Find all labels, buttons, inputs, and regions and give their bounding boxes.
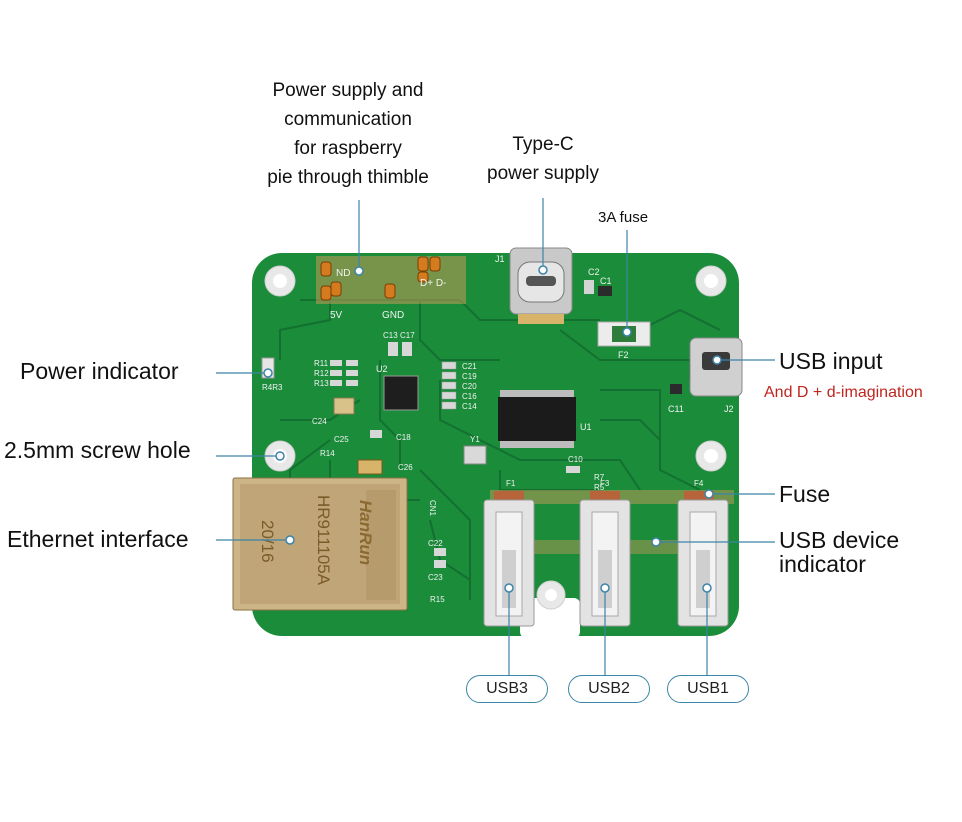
silk-c1: C1 [600,276,612,286]
silk-c11: C11 [668,404,684,414]
silk-pin-5v: 5V [330,310,343,321]
label-typec: Type-C power supply [463,130,623,188]
silk-c25: C25 [334,435,349,444]
silk-r15: R15 [430,595,445,604]
silk-pin-vd: ND [336,268,350,279]
mounting-hole-top-right [695,265,727,297]
silk-c21: C21 [462,362,477,371]
pill-usb1: USB1 [667,675,749,703]
silk-c17: C17 [400,331,415,340]
pill-usb2: USB2 [568,675,650,703]
ethernet-jack [232,477,408,611]
label-usb-input-note: And D + d-imagination [764,384,923,401]
leader-dots [263,265,722,593]
silk-cn1: CN1 [428,500,437,517]
silk-u2: U2 [376,364,388,374]
silk-c24: C24 [312,417,327,426]
label-raspberry-line-2: communication [284,109,412,130]
usb-hub-ic-u1 [498,397,576,441]
silk-f4: F4 [694,479,704,488]
label-usb-device-indicator: USB device indicator [779,528,899,576]
label-usb-input: USB input [779,348,883,374]
label-power-indicator: Power indicator [20,358,179,384]
rj45-brand: HanRun [356,500,375,565]
crystal [333,397,355,415]
label-usb-device-indicator-line-1: USB device [779,527,900,553]
label-raspberry-line-1: Power supply and [272,80,424,101]
silk-r7: R7 [594,473,605,482]
silk-f2: F2 [618,350,629,360]
label-screw-hole: 2.5mm screw hole [4,437,191,463]
label-raspberry-line-3: for raspberry [294,138,402,159]
mounting-hole-mid-right [695,440,727,472]
label-typec-line-1: Type-C [512,134,574,155]
label-fuse: Fuse [779,481,831,507]
pogo-pins [320,256,441,301]
silk-c26: C26 [398,463,413,472]
ethernet-ic-u2 [383,375,419,411]
rj45-date: 20/16 [258,520,277,563]
silk-r14: R14 [320,449,335,458]
silk-r13: R13 [314,379,329,388]
label-raspberry-line-4: pie through thimble [267,167,429,188]
leader-lines [216,198,775,675]
silk-j1: J1 [495,254,505,264]
silk-c13: C13 [383,331,398,340]
label-usb-device-indicator-line-2: indicator [779,551,866,577]
silk-pin-d: D+ D- [420,278,446,289]
silk-f3: F3 [600,479,610,488]
silk-c19: C19 [462,372,477,381]
usb-port-1 [677,499,729,627]
silk-r12: R12 [314,369,329,378]
usb-port-3 [483,499,535,627]
silk-c2: C2 [588,267,600,277]
silk-c14: C14 [462,402,477,411]
silk-c23: C23 [428,573,443,582]
label-ethernet-interface: Ethernet interface [7,526,189,552]
label-raspberry-power: Power supply and communication for raspb… [248,76,448,192]
mounting-hole-bottom-center [536,580,566,610]
tantalum-cap-c26 [357,459,383,475]
mounting-hole-top-left [264,265,296,297]
silk-y1: Y1 [470,435,480,444]
silk-r4r3: R4R3 [262,383,283,392]
silk-j2: J2 [724,404,734,414]
silk-c10: C10 [568,455,583,464]
silk-pin-gnd: GND [382,310,404,321]
silk-c22: C22 [428,539,443,548]
silk-c20: C20 [462,382,477,391]
pcb-notch [520,598,580,638]
rj45-model: HR911105A [314,495,333,586]
label-typec-line-2: power supply [487,163,599,184]
silk-c18: C18 [396,433,411,442]
silk-f1: F1 [506,479,516,488]
crystal-y1 [463,445,487,465]
silk-u1: U1 [580,422,592,432]
silk-r5: R5 [594,483,605,492]
pill-usb3: USB3 [466,675,548,703]
silk-r11: R11 [314,359,329,368]
label-3a-fuse: 3A fuse [598,209,649,226]
capacitor-column [441,361,457,410]
silk-c16: C16 [462,392,477,401]
